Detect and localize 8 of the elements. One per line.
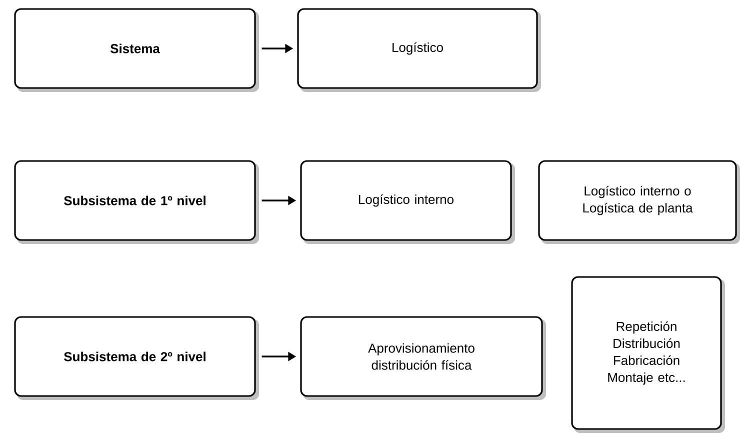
process-box: Subsistema de 2º nivel [14,316,259,400]
process-box: Subsistema de 1º nivel [14,160,259,244]
process-box: Logístico [297,8,541,92]
process-box: Logístico interno o Logística de planta [538,160,740,244]
process-box: Sistema [14,8,259,92]
process-box: Aprovisionamiento distribución física [300,316,546,400]
process-box: Repetición Distribución Fabricación Montaje etc... [571,276,725,433]
process-box: Logístico interno [300,160,515,244]
